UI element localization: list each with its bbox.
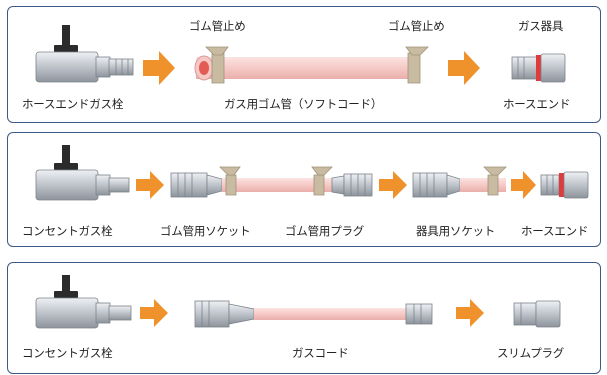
outlet-gas-valve-illustration	[35, 275, 132, 329]
label-outlet-gas-valve: コンセントガス栓	[22, 224, 113, 238]
rubber-hose-illustration	[194, 46, 429, 84]
panel-3-art	[35, 275, 561, 329]
label-hose-end: ホースエンド	[503, 97, 571, 111]
hose-end-valve-illustration	[35, 25, 134, 83]
arrow-icon	[136, 171, 164, 199]
panel-1-art	[35, 25, 566, 85]
appliance-socket-illustration	[412, 166, 507, 198]
label-rubber-hose-socket: ゴム管用ソケット	[160, 224, 251, 238]
panel-outlet-valve-with-gas-cord: コンセントガス栓 ガスコード スリムプラグ	[7, 262, 601, 374]
arrow-icon	[379, 171, 407, 199]
gas-cord-illustration	[194, 300, 433, 328]
socket-hose-plug-illustration	[170, 166, 373, 198]
arrow-icon	[140, 299, 168, 327]
slim-plug-illustration	[513, 300, 561, 328]
label-hose-clamp-left: ゴム管止め	[189, 19, 246, 33]
label-gas-rubber-hose: ガス用ゴム管（ソフトコード）	[224, 97, 383, 111]
arrow-icon	[456, 299, 484, 327]
label-gas-appliance: ガス器具	[518, 19, 564, 33]
label-outlet-gas-valve: コンセントガス栓	[22, 346, 113, 360]
label-hose-end-gas-valve: ホースエンドガス栓	[22, 97, 124, 111]
hose-clamp-left-illustration	[205, 46, 229, 84]
panel-outlet-valve-with-socket: コンセントガス栓 ゴム管用ソケット ゴム管用プラグ 器具用ソケット ホースエンド	[7, 132, 601, 247]
arrow-icon	[448, 51, 480, 85]
hose-end-fitting-illustration	[540, 171, 589, 199]
arrow-icon	[511, 171, 536, 199]
label-slim-plug: スリムプラグ	[497, 346, 565, 360]
panel-2-art	[35, 145, 589, 201]
panel-hose-end: ゴム管止め ゴム管止め ガス器具 ホースエンドガス栓 ガス用ゴム管（ソフトコード…	[7, 6, 601, 123]
outlet-gas-valve-illustration	[35, 145, 130, 201]
label-hose-clamp-right: ゴム管止め	[388, 19, 445, 33]
arrow-icon	[143, 51, 175, 85]
label-gas-cord: ガスコード	[292, 346, 349, 360]
hose-clamp-right-illustration	[405, 46, 429, 84]
label-hose-end: ホースエンド	[521, 224, 589, 238]
label-appliance-socket: 器具用ソケット	[416, 224, 496, 238]
label-rubber-hose-plug: ゴム管用プラグ	[285, 224, 365, 238]
hose-end-fitting-illustration	[511, 53, 566, 83]
